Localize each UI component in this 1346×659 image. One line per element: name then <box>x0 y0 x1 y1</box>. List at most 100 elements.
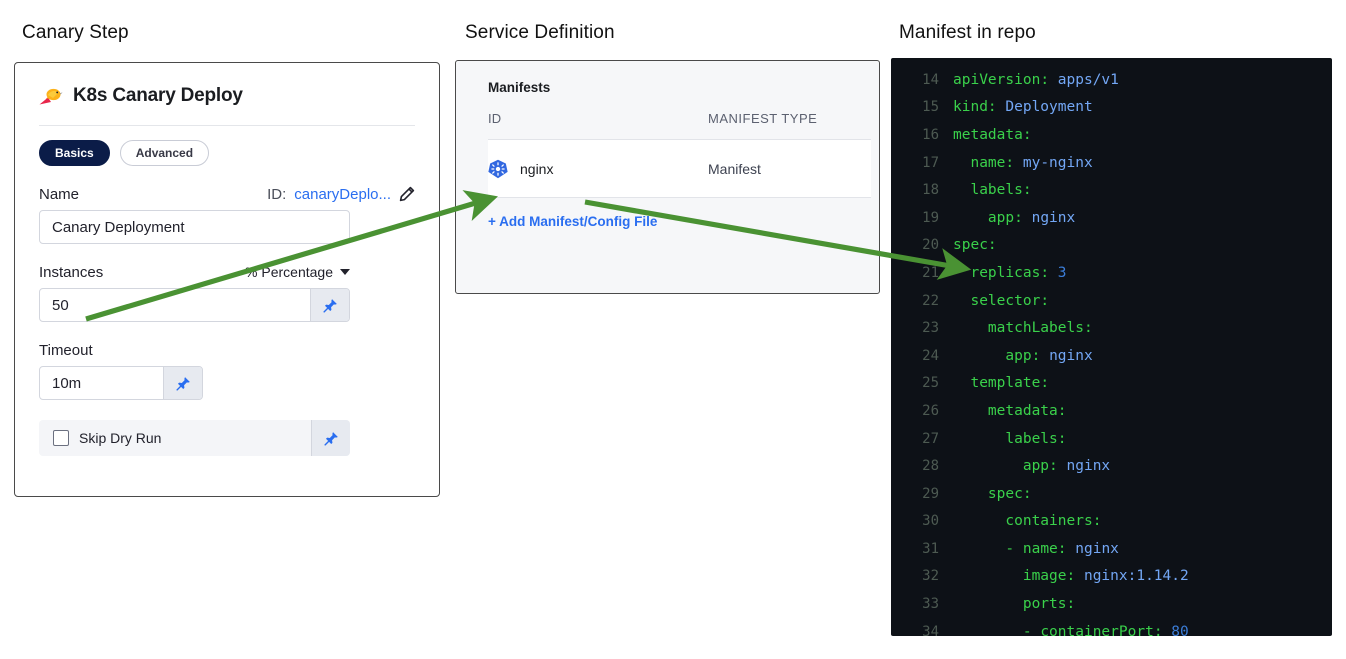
manifests-section: Manifests ID MANIFEST TYPE <box>456 61 879 229</box>
code-line: 23 matchLabels: <box>891 314 1332 342</box>
section-title-manifest-in-repo: Manifest in repo <box>899 22 1036 43</box>
tab-pill-group: Basics Advanced <box>39 140 415 166</box>
line-number: 30 <box>922 513 939 530</box>
code-line: 29 spec: <box>891 480 1332 508</box>
pencil-icon[interactable] <box>399 186 415 202</box>
code-line: 31 - name: nginx <box>891 535 1332 563</box>
id-prefix: ID: <box>267 185 287 203</box>
column-header-id: ID <box>488 111 502 126</box>
header-divider <box>39 125 415 126</box>
section-title-service-definition: Service Definition <box>465 22 615 43</box>
step-id-group: ID: canaryDeplo... <box>267 186 415 203</box>
code-text: matchLabels: <box>987 320 1093 337</box>
id-value[interactable]: canaryDeplo... <box>294 185 391 203</box>
line-number: 31 <box>922 540 939 557</box>
code-line: 26 metadata: <box>891 397 1332 425</box>
pin-icon <box>322 298 338 313</box>
name-input[interactable]: Canary Deployment <box>39 210 350 244</box>
instances-unit-value: % Percentage <box>245 264 333 280</box>
pin-icon <box>323 431 339 446</box>
table-row[interactable]: nginx Manifest <box>488 140 871 198</box>
code-line: 25 template: <box>891 370 1332 398</box>
code-text: metadata: <box>953 126 1032 143</box>
line-number: 18 <box>922 182 939 199</box>
code-text: spec: <box>987 485 1032 502</box>
code-line: 16 metadata: <box>891 121 1332 149</box>
line-number: 25 <box>922 375 939 392</box>
name-label: Name <box>39 185 80 203</box>
code-text: app: nginx <box>1022 458 1111 475</box>
code-line: 27 labels: <box>891 425 1332 453</box>
service-definition-card: Manifests ID MANIFEST TYPE <box>455 60 880 294</box>
skip-dry-run-pin-button[interactable] <box>311 420 350 456</box>
code-text: metadata: <box>987 402 1067 419</box>
code-text: apiVersion: apps/v1 <box>953 71 1119 88</box>
card-header: K8s Canary Deploy <box>15 63 439 107</box>
kubernetes-icon <box>488 159 508 179</box>
instances-label: Instances <box>39 263 104 281</box>
instances-input-value: 50 <box>52 296 69 314</box>
code-text: app: nginx <box>1005 347 1093 364</box>
code-text: kind: Deployment <box>953 99 1093 116</box>
instances-input[interactable]: 50 <box>39 288 350 322</box>
column-header-manifest-type: MANIFEST TYPE <box>708 111 818 126</box>
code-line: 34 - containerPort: 80 <box>891 618 1332 636</box>
line-number: 14 <box>922 71 939 88</box>
code-line: 19 app: nginx <box>891 204 1332 232</box>
manifest-id-value: nginx <box>520 160 554 177</box>
line-number: 20 <box>922 237 939 254</box>
timeout-input[interactable]: 10m <box>39 366 203 400</box>
timeout-pin-button[interactable] <box>163 367 202 399</box>
line-number: 33 <box>922 596 939 613</box>
code-line: 24 app: nginx <box>891 342 1332 370</box>
code-line: 33 ports: <box>891 590 1332 618</box>
canary-step-card: K8s Canary Deploy Basics Advanced Name I… <box>14 62 440 497</box>
code-line: 22 selector: <box>891 287 1332 315</box>
timeout-input-value: 10m <box>52 374 82 392</box>
timeout-label: Timeout <box>39 341 93 359</box>
skip-dry-run-inner: Skip Dry Run <box>39 420 311 456</box>
manifest-type-value: Manifest <box>708 160 761 177</box>
line-number: 17 <box>922 154 939 171</box>
card-body: Basics Advanced Name ID: canaryDeplo... … <box>15 126 439 456</box>
code-text: spec: <box>953 237 997 254</box>
code-line: 28 app: nginx <box>891 452 1332 480</box>
manifest-id-cell: nginx <box>488 159 708 179</box>
code-text: selector: <box>970 292 1050 309</box>
line-number: 19 <box>922 209 939 226</box>
manifests-table-header: ID MANIFEST TYPE <box>488 111 871 140</box>
code-line: 18 labels: <box>891 176 1332 204</box>
line-number: 22 <box>922 292 939 309</box>
code-line: 14 apiVersion: apps/v1 <box>891 66 1332 94</box>
line-number: 24 <box>922 347 939 364</box>
tab-basics[interactable]: Basics <box>39 140 110 166</box>
line-number: 27 <box>922 430 939 447</box>
instances-unit-dropdown[interactable]: % Percentage <box>245 264 350 280</box>
name-input-value: Canary Deployment <box>52 218 185 236</box>
instances-pin-button[interactable] <box>310 289 349 321</box>
code-text: - containerPort: 80 <box>1022 623 1189 636</box>
code-text: name: my-nginx <box>970 154 1093 171</box>
pin-icon <box>175 376 191 391</box>
canary-bird-icon <box>39 86 63 106</box>
manifests-heading: Manifests <box>488 80 551 95</box>
code-line: 20 spec: <box>891 232 1332 260</box>
line-number: 16 <box>922 126 939 143</box>
skip-dry-run-checkbox[interactable] <box>53 430 69 446</box>
skip-dry-run-row[interactable]: Skip Dry Run <box>39 420 350 456</box>
tab-advanced[interactable]: Advanced <box>119 140 210 166</box>
code-text: labels: <box>1005 430 1067 447</box>
code-text: image: nginx:1.14.2 <box>1022 568 1189 585</box>
line-number: 23 <box>922 320 939 337</box>
code-line: 17 name: my-nginx <box>891 149 1332 177</box>
chevron-down-icon <box>340 269 350 275</box>
code-text: template: <box>970 375 1050 392</box>
line-number: 28 <box>922 458 939 475</box>
line-number: 34 <box>922 623 939 636</box>
add-manifest-config-file-link[interactable]: + Add Manifest/Config File <box>488 214 658 229</box>
line-number: 21 <box>922 264 939 281</box>
code-line: 32 image: nginx:1.14.2 <box>891 563 1332 591</box>
